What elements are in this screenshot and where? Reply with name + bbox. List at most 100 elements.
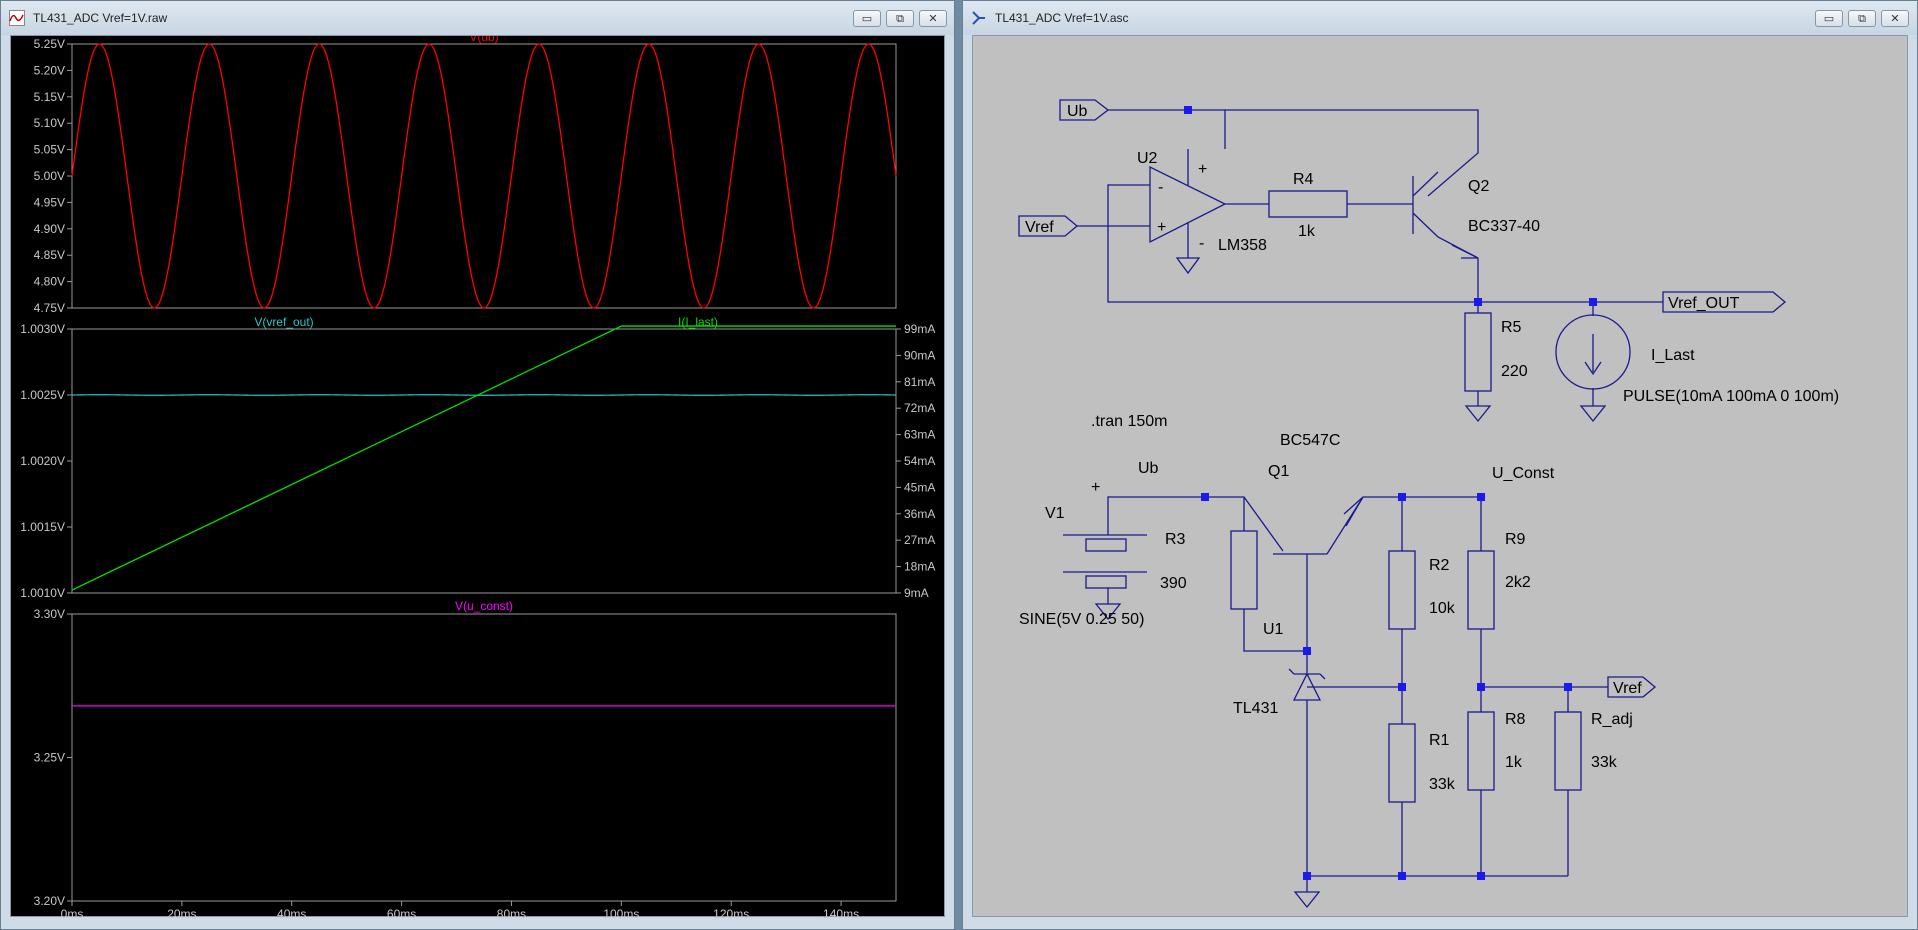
junction-dot <box>1398 683 1406 691</box>
current-source-arrow[interactable] <box>1584 334 1602 376</box>
net-label-ub-src[interactable]: Ub <box>1138 460 1159 477</box>
shunt-u1-tl431[interactable] <box>1288 668 1326 701</box>
vrefout-axis-tick-label: 1.0010V <box>20 586 65 600</box>
net-flag-vref-out[interactable] <box>1662 291 1787 313</box>
resistor-r9[interactable] <box>1467 550 1495 630</box>
junction-dot <box>1564 683 1572 691</box>
waveform-plots[interactable]: 5.25V5.20V5.15V5.10V5.05V5.00V4.95V4.90V… <box>11 30 946 921</box>
transistor-q1[interactable] <box>1273 496 1364 555</box>
ilast-value[interactable]: PULSE(10mA 100mA 0 100m) <box>1623 388 1839 405</box>
trace-label-uconst[interactable]: V(u_const) <box>455 599 513 613</box>
ground-r5[interactable] <box>1464 405 1492 423</box>
r1-ref[interactable]: R1 <box>1429 732 1450 749</box>
v1-value[interactable]: SINE(5V 0.25 50) <box>1019 611 1144 628</box>
spice-directive[interactable]: .tran 150m <box>1091 413 1167 430</box>
ilast-ref[interactable]: I_Last <box>1651 347 1695 364</box>
r9-ref[interactable]: R9 <box>1505 531 1526 548</box>
close-button[interactable]: ✕ <box>919 10 947 27</box>
wire-ground-bus[interactable] <box>1306 875 1568 892</box>
opamp-ground[interactable] <box>1175 257 1201 275</box>
net-flag-vref-in[interactable] <box>1018 215 1079 237</box>
r2-ref[interactable]: R2 <box>1429 557 1450 574</box>
x-axis-tick-label: 120ms <box>713 907 749 918</box>
r8-value[interactable]: 1k <box>1505 754 1523 771</box>
ilast-axis-tick-label: 18mA <box>904 560 935 574</box>
ground-v1[interactable] <box>1094 603 1122 621</box>
schematic-canvas[interactable]: Ub Vref Vref_OUT U2 LM358 - + + - R4 1k … <box>972 35 1908 917</box>
q2-ref[interactable]: Q2 <box>1468 178 1489 195</box>
transistor-q2-arrow[interactable] <box>1451 244 1479 259</box>
r3-value[interactable]: 390 <box>1160 575 1187 592</box>
resistor-r3[interactable] <box>1230 530 1258 610</box>
current-source-ilast[interactable] <box>1555 314 1631 390</box>
ilast-axis-tick-label: 27mA <box>904 533 935 547</box>
battery-v1[interactable] <box>1063 496 1205 573</box>
schematic-window[interactable]: TL431_ADC Vref=1V.asc ▭ ⧉ ✕ <box>962 0 1918 930</box>
wire-vref-in[interactable] <box>1077 184 1478 303</box>
r8-ref[interactable]: R8 <box>1505 711 1526 728</box>
trace-label-ilast[interactable]: I(I_last) <box>678 315 718 329</box>
resistor-r-adj[interactable] <box>1554 711 1582 791</box>
junction-dot <box>1303 872 1311 880</box>
r-adj-value[interactable]: 33k <box>1591 754 1618 771</box>
r4-ref[interactable]: R4 <box>1293 171 1314 188</box>
r2-value[interactable]: 10k <box>1429 600 1456 617</box>
net-label-vref-in[interactable]: Vref <box>1025 219 1054 236</box>
resistor-r5[interactable] <box>1464 312 1492 392</box>
q1-model[interactable]: BC547C <box>1280 432 1340 449</box>
resistor-r8[interactable] <box>1467 711 1495 791</box>
pane2-frame[interactable] <box>71 328 897 594</box>
restore-button[interactable]: ⧉ <box>886 10 914 27</box>
resistor-r2[interactable] <box>1388 550 1416 630</box>
u1-model[interactable]: TL431 <box>1233 700 1278 717</box>
minimize-button[interactable]: ▭ <box>853 10 881 27</box>
restore-button[interactable]: ⧉ <box>1848 10 1876 27</box>
u1-ref[interactable]: U1 <box>1263 621 1284 638</box>
r3-ref[interactable]: R3 <box>1165 531 1186 548</box>
resistor-r4[interactable] <box>1268 190 1348 218</box>
q2-model[interactable]: BC337-40 <box>1468 218 1540 235</box>
ground-ilast[interactable] <box>1579 405 1607 423</box>
ground-u1[interactable] <box>1293 891 1321 909</box>
opamp-model[interactable]: LM358 <box>1218 237 1267 254</box>
close-button[interactable]: ✕ <box>1881 10 1909 27</box>
v1-ref[interactable]: V1 <box>1045 505 1065 522</box>
wire-q2-emitter[interactable] <box>1477 258 1663 303</box>
trace-label-vub[interactable]: V(ub) <box>469 30 498 44</box>
net-flag-ub[interactable] <box>1059 99 1110 121</box>
resistor-r1[interactable] <box>1388 723 1416 803</box>
trace-ilast <box>71 325 896 591</box>
net-label-vref-out[interactable]: Vref_OUT <box>1668 295 1740 312</box>
r-adj-ref[interactable]: R_adj <box>1591 711 1633 728</box>
wire-r-adj[interactable] <box>1481 686 1608 876</box>
schematic-drawing[interactable]: Ub Vref Vref_OUT U2 LM358 - + + - R4 1k … <box>973 36 1909 918</box>
net-label-vref-out2[interactable]: Vref <box>1613 680 1642 697</box>
r9-value[interactable]: 2k2 <box>1505 574 1531 591</box>
minimize-button[interactable]: ▭ <box>1815 10 1843 27</box>
r5-ref[interactable]: R5 <box>1501 319 1522 336</box>
q1-ref[interactable]: Q1 <box>1268 463 1289 480</box>
trace-label-vrefout[interactable]: V(vref_out) <box>254 315 313 329</box>
wire-ub-q1[interactable] <box>1205 496 1307 652</box>
opamp-minus-pin: - <box>1158 179 1163 196</box>
pane3-frame[interactable] <box>71 613 897 902</box>
waveform-titlebar[interactable]: TL431_ADC Vref=1V.raw ▭ ⧉ ✕ <box>1 1 954 35</box>
opamp-ref[interactable]: U2 <box>1137 150 1158 167</box>
r1-value[interactable]: 33k <box>1429 776 1456 793</box>
net-label-ub-in[interactable]: Ub <box>1067 103 1088 120</box>
schematic-titlebar[interactable]: TL431_ADC Vref=1V.asc ▭ ⧉ ✕ <box>963 1 1917 35</box>
wire-tl431-ref[interactable] <box>1306 686 1402 876</box>
vub-axis-tick-label: 5.05V <box>34 143 65 157</box>
r4-value[interactable]: 1k <box>1298 223 1316 240</box>
battery-v1-plate1[interactable] <box>1085 538 1127 552</box>
wire-ub-top[interactable] <box>1108 109 1479 197</box>
vub-axis-tick-label: 4.95V <box>34 195 65 209</box>
net-label-u-const[interactable]: U_Const <box>1492 465 1555 482</box>
net-flag-vref-out2[interactable] <box>1607 676 1657 698</box>
ilast-axis-tick-label: 45mA <box>904 480 935 494</box>
battery-v1-plate2[interactable] <box>1085 575 1127 589</box>
vub-axis-tick-label: 5.20V <box>34 63 65 77</box>
r5-value[interactable]: 220 <box>1501 363 1528 380</box>
